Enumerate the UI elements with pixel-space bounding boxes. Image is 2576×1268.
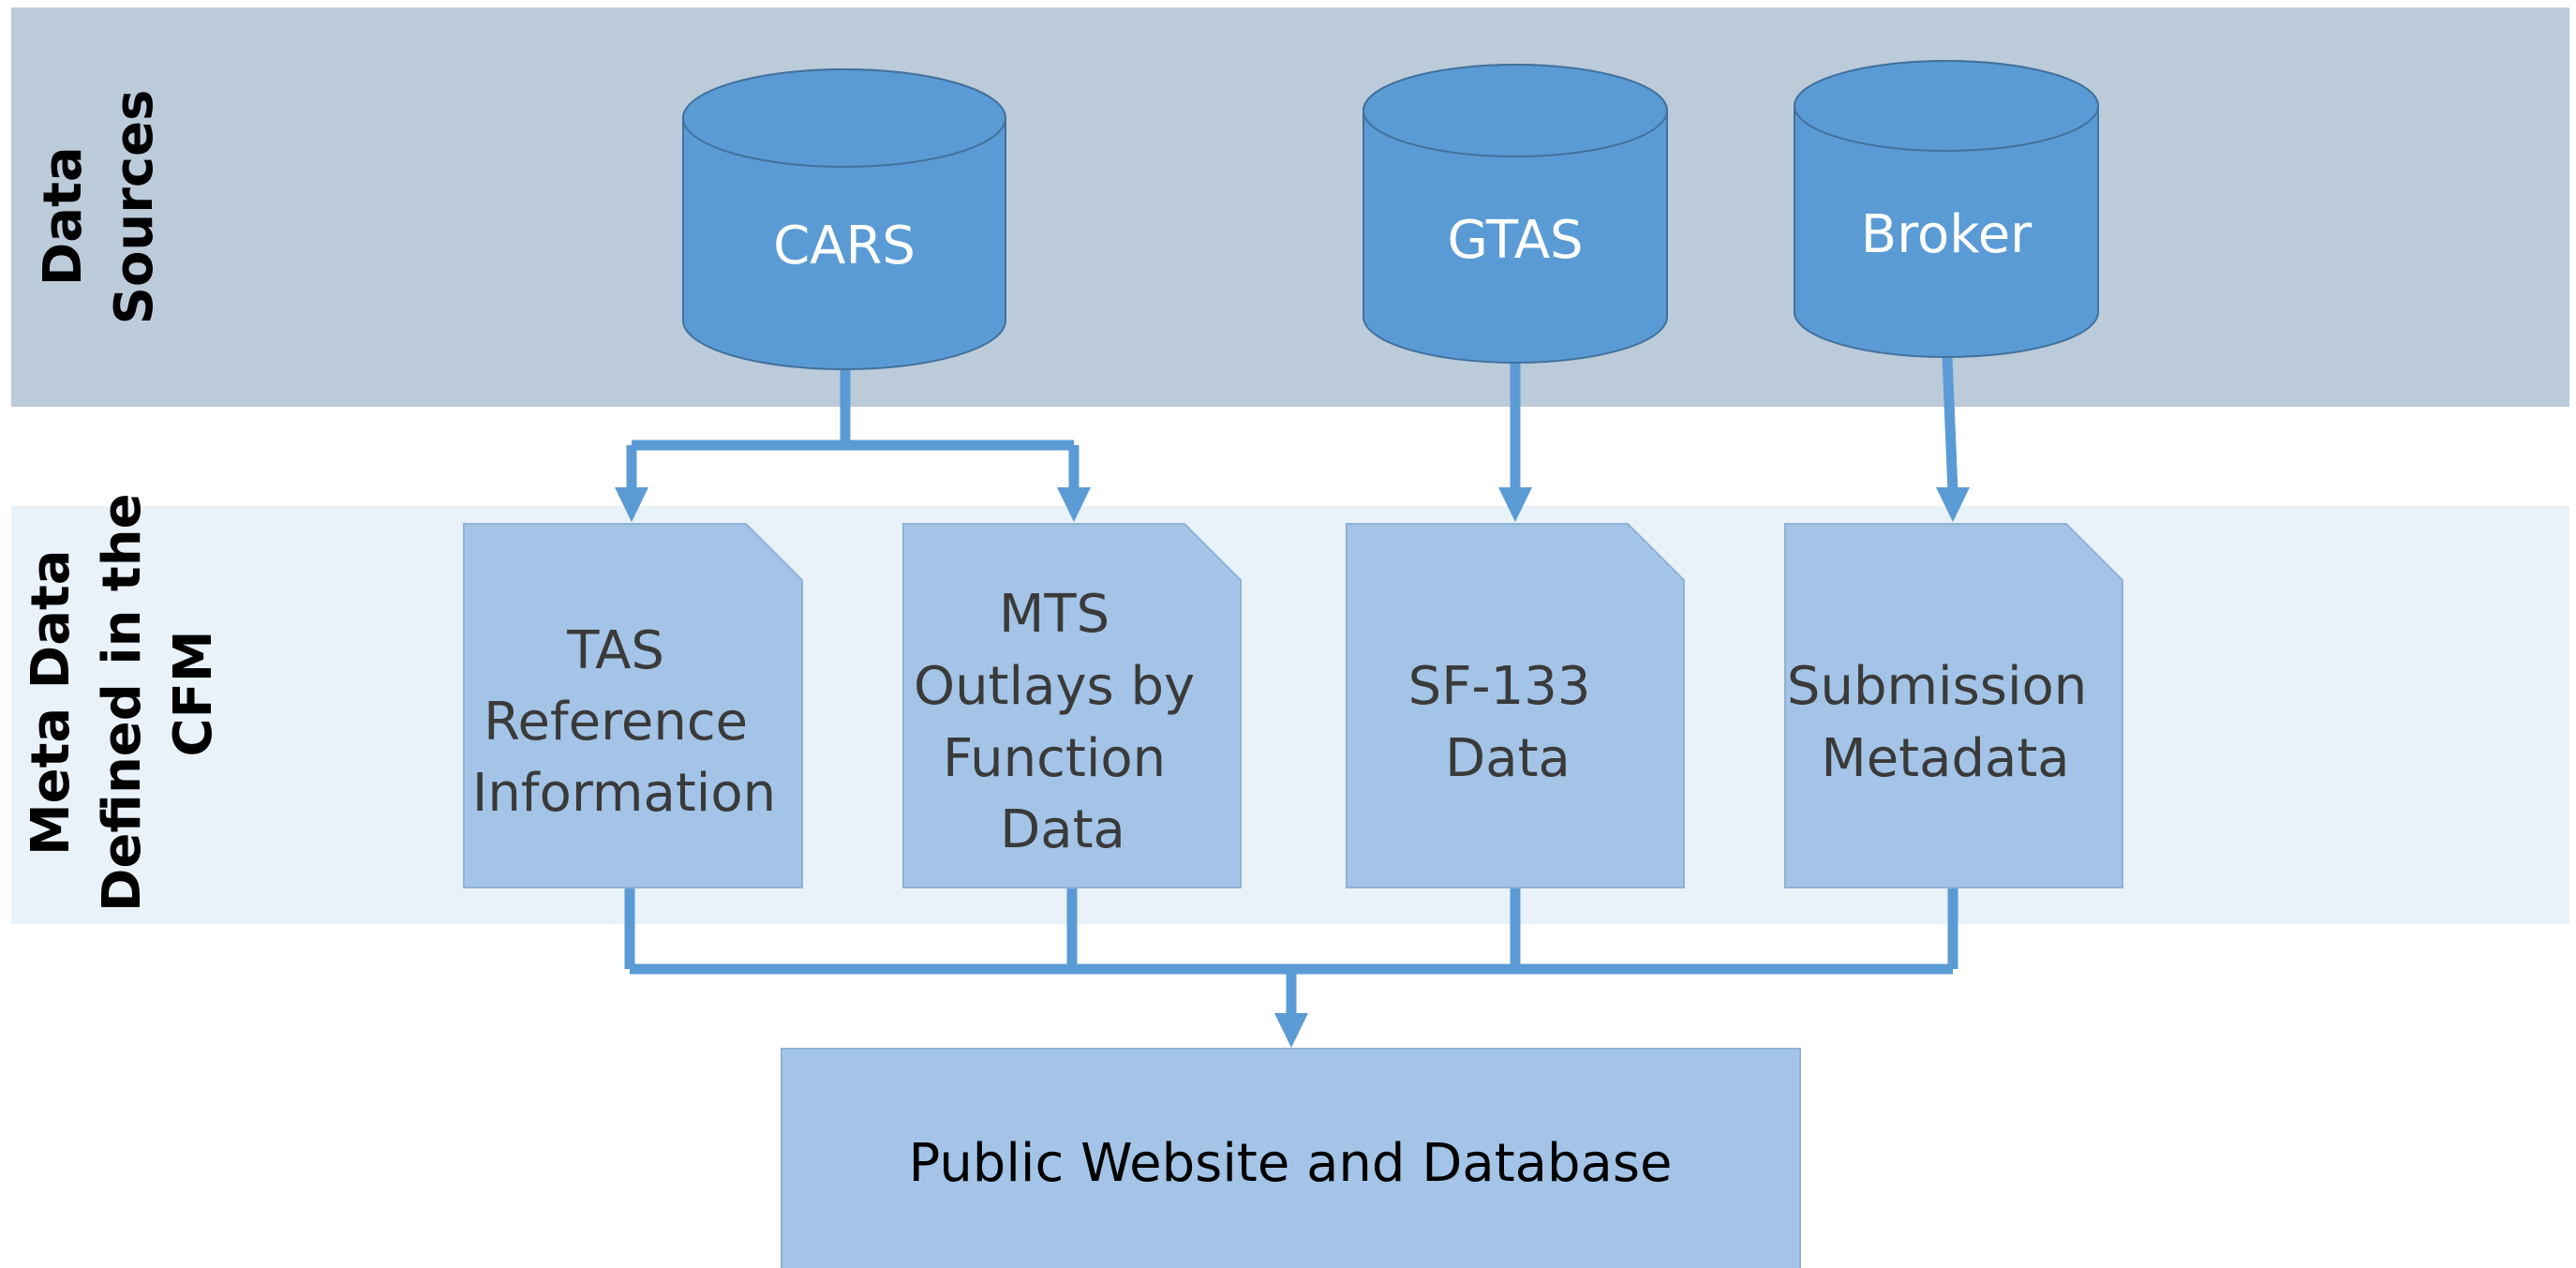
cylinder-top (1794, 60, 2099, 152)
gtas-database: GTAS (1362, 64, 1668, 364)
cylinder-top (1362, 64, 1668, 157)
tas-reference-document: TAS Reference Information (463, 523, 803, 888)
broker-database: Broker (1794, 60, 2099, 358)
public-website-label: Public Website and Database (909, 1133, 1673, 1194)
data-sources-band-label: Data Sources (33, 90, 165, 325)
public-website-box: Public Website and Database (781, 1048, 1801, 1268)
band-label-line: Sources (104, 90, 165, 325)
arrowhead (1498, 487, 1532, 522)
source-connectors (615, 355, 1970, 522)
sf133-data-document: SF-133 Data (1346, 523, 1685, 888)
band-label-line: Data (33, 146, 94, 286)
mts-outlays-label: MTS Outlays by Function Data (914, 584, 1212, 860)
document-label-line: Outlays by (914, 656, 1195, 717)
document-label-line: Information (472, 763, 776, 824)
submission-metadata-document: Submission Metadata (1784, 523, 2123, 888)
mts-outlays-document: MTS Outlays by Function Data (902, 523, 1242, 888)
document-shape (902, 523, 1242, 888)
tas-reference-label: TAS Reference Information (472, 620, 776, 824)
band-label-line: CFM (163, 630, 224, 756)
document-label-line: Data (1000, 799, 1125, 860)
arrowhead (1057, 487, 1091, 522)
cars-label: CARS (773, 216, 916, 276)
metadata-band-label: Meta Data Defined in the CFM (21, 475, 224, 912)
document-shape (1346, 523, 1685, 888)
document-label-line: MTS (999, 584, 1109, 645)
merge-connector (624, 888, 1958, 1018)
gtas-label: GTAS (1447, 210, 1583, 271)
metadata-band (11, 506, 2569, 924)
document-label-line: Data (1445, 728, 1571, 789)
document-label-line: Function (943, 728, 1166, 789)
cars-database: CARS (682, 68, 1006, 370)
cylinder-top (682, 68, 1006, 168)
data-sources-band (11, 7, 2569, 407)
document-label-line: TAS (566, 620, 664, 681)
band-label-line: Defined in the (92, 493, 153, 912)
arrowhead (1936, 487, 1970, 522)
output-shape (781, 1048, 1801, 1268)
broker-label: Broker (1861, 204, 2033, 265)
cars-connector (626, 368, 1080, 492)
submission-metadata-label: Submission Metadata (1787, 656, 2104, 789)
document-label-line: Submission (1787, 656, 2087, 717)
document-shape (1784, 523, 2123, 888)
output-connectors (624, 888, 1958, 1048)
broker-connector (1942, 355, 1958, 493)
document-shape (463, 523, 803, 888)
document-label-line: Metadata (1821, 728, 2069, 789)
document-label-line: SF-133 (1408, 656, 1591, 717)
sf133-data-label: SF-133 Data (1408, 656, 1608, 789)
arrowhead (1274, 1013, 1308, 1048)
arrowhead (615, 487, 648, 522)
document-label-line: Reference (484, 692, 748, 753)
band-label-line: Meta Data (21, 549, 82, 856)
